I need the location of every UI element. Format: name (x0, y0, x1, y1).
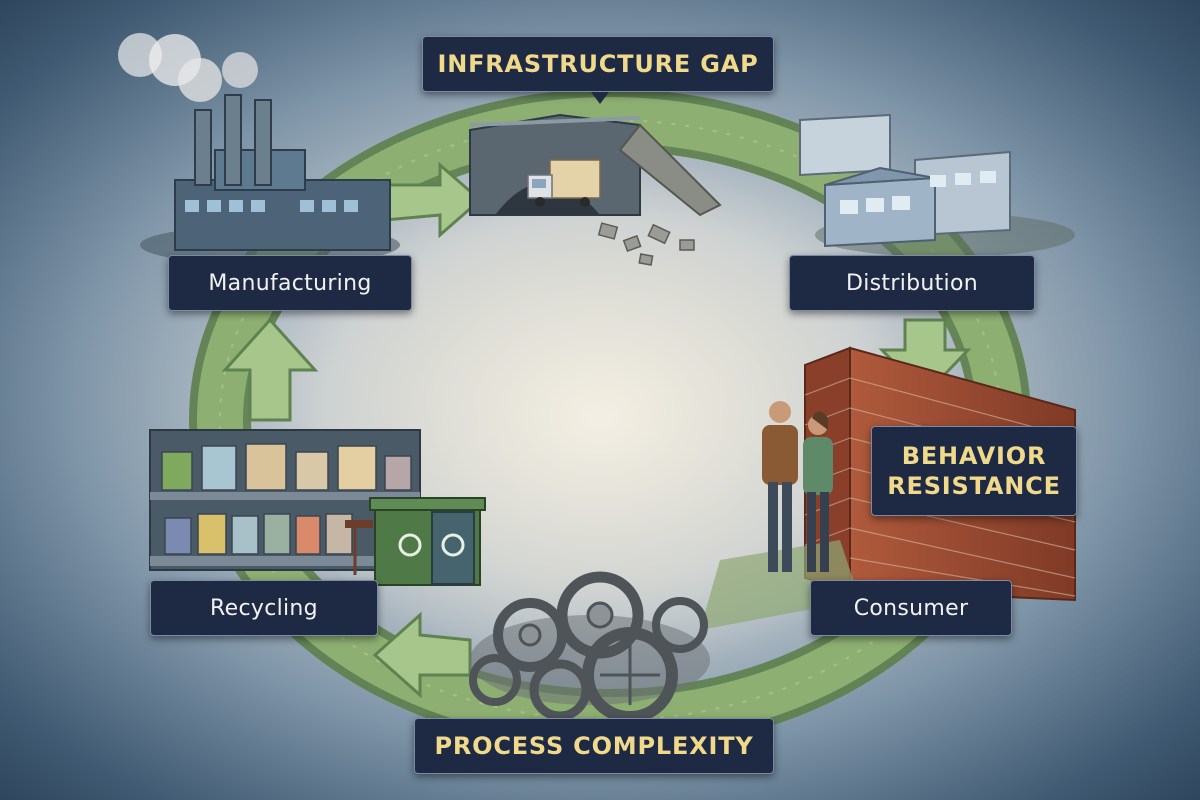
stage-recycling: Recycling (150, 580, 378, 636)
arrow-right-icon (383, 161, 483, 239)
challenge-infrastructure-gap: INFRASTRUCTURE GAP (422, 36, 774, 92)
stage-manufacturing: Manufacturing (168, 255, 412, 311)
challenge-infrastructure-text: INFRASTRUCTURE GAP (437, 50, 759, 78)
gears-icon (469, 571, 710, 723)
factory-icon (118, 33, 400, 265)
stage-recycling-text: Recycling (210, 595, 318, 621)
challenge-behavior-text: BEHAVIOR RESISTANCE (887, 442, 1061, 500)
arrow-left-icon (372, 611, 472, 699)
warehouse-icon (799, 113, 1075, 257)
challenge-behavior-resistance: BEHAVIOR RESISTANCE (871, 426, 1077, 516)
arrow-down-icon (878, 318, 972, 398)
stage-consumer: Consumer (810, 580, 1012, 636)
stage-manufacturing-text: Manufacturing (208, 270, 372, 296)
challenge-process-text: PROCESS COMPLEXITY (434, 732, 754, 760)
challenge-process-complexity: PROCESS COMPLEXITY (414, 718, 774, 774)
callout-tail (591, 92, 609, 104)
recycling-bin-icon (345, 497, 486, 586)
stage-consumer-text: Consumer (853, 595, 969, 621)
loop-arrows (221, 161, 972, 699)
stage-distribution-text: Distribution (846, 270, 978, 296)
arrow-up-icon (221, 317, 319, 422)
truck-icon (527, 159, 601, 207)
stage-distribution: Distribution (789, 255, 1035, 311)
